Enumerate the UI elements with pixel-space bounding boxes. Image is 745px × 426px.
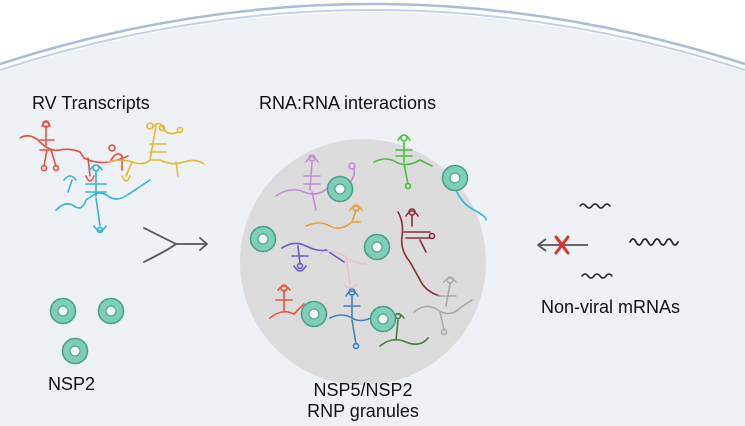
nsp2-octamer-icon	[249, 225, 277, 253]
nsp2-octamer-icon	[61, 337, 89, 365]
cell-membrane	[0, 2, 745, 66]
rna-transcript-icon	[269, 284, 305, 319]
mrna-wave-icon	[581, 273, 613, 279]
nsp2-octamer-icon	[300, 300, 328, 328]
mrna-wave-icon	[579, 203, 611, 209]
rna-transcript-icon	[305, 204, 363, 230]
rna-transcript-icon	[455, 189, 487, 221]
rna-transcript-icon	[413, 276, 473, 336]
rna-transcript-icon	[275, 154, 356, 211]
blocked-arrow-icon	[537, 235, 588, 255]
nsp2-octamer-icon	[369, 305, 397, 333]
merge-arrow-icon	[143, 227, 208, 263]
rna-interactions-label: RNA:RNA interactions	[259, 93, 437, 113]
rnp-granule	[240, 139, 486, 385]
rv-transcripts-label: RV Transcripts	[32, 93, 150, 113]
rna-transcript-icon	[107, 122, 205, 182]
cell-membrane-inner	[0, 9, 745, 71]
rna-transcript-icon	[55, 164, 151, 234]
rv-transcripts-group	[19, 120, 205, 234]
non-viral-mrna-group	[579, 203, 679, 279]
nsp2-octamer-icon	[441, 164, 469, 192]
rna-transcript-icon	[373, 134, 433, 190]
block-x-icon	[554, 235, 570, 255]
granules-label-line2: RNP granules	[307, 401, 419, 421]
rna-transcript-icon	[281, 242, 345, 272]
rna-transcript-icon	[329, 288, 393, 350]
granules-label-line1: NSP5/NSP2	[313, 380, 413, 400]
granule-rna-group	[269, 134, 487, 350]
nsp2-octamer-icon	[49, 297, 77, 325]
nsp2-octamer-icon	[326, 175, 354, 203]
nsp2-label: NSP2	[48, 374, 96, 394]
nsp2-octamer-icon	[363, 233, 391, 261]
non-viral-mrnas-label: Non-viral mRNAs	[541, 297, 681, 317]
rna-transcript-icon	[319, 250, 367, 289]
rna-transcript-icon	[397, 208, 441, 297]
mrna-wave-icon	[629, 238, 679, 246]
nsp2-octamer-icon	[97, 297, 125, 325]
